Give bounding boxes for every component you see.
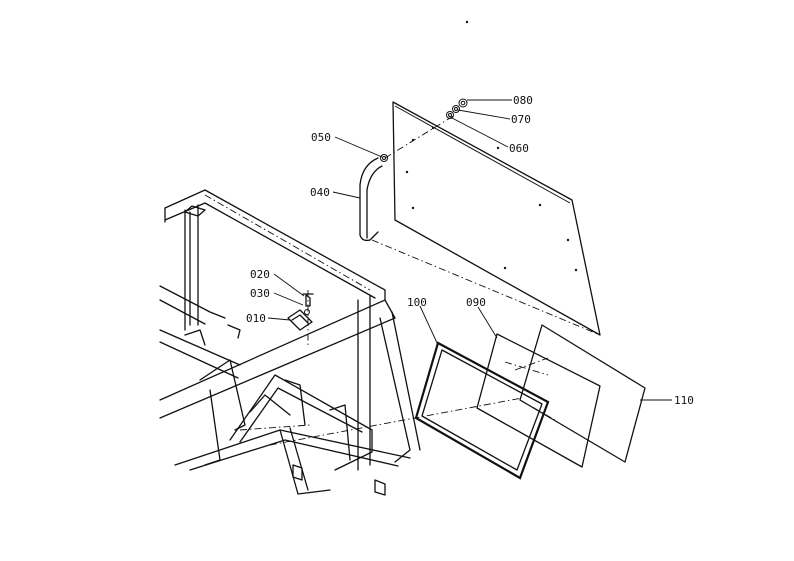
- fastener-stack: [446, 98, 468, 119]
- alignment-line-right: [519, 399, 556, 421]
- label-060: 060: [509, 142, 529, 155]
- cab-frame: [159, 189, 421, 496]
- window-frame-100: [414, 341, 550, 480]
- label-070: 070: [511, 113, 531, 126]
- bracket-assembly: [287, 290, 314, 345]
- glass-pane-090: [476, 333, 601, 468]
- label-110: 110: [674, 394, 694, 407]
- label-010: 010: [246, 312, 266, 325]
- label-080: 080: [513, 94, 533, 107]
- label-030: 030: [250, 287, 270, 300]
- alignment-line-lower: [269, 397, 523, 446]
- label-090: 090: [466, 296, 486, 309]
- door-panel: [371, 101, 601, 336]
- alignment-line-mid: [504, 361, 549, 376]
- label-020: 020: [250, 268, 270, 281]
- leader-lines: [267, 99, 672, 401]
- stray-dot: [465, 20, 469, 24]
- glass-pane-110: [519, 324, 646, 463]
- alignment-line-cross: [514, 357, 549, 371]
- label-040: 040: [310, 186, 330, 199]
- label-050: 050: [311, 131, 331, 144]
- label-100: 100: [407, 296, 427, 309]
- door-handle: [359, 154, 388, 242]
